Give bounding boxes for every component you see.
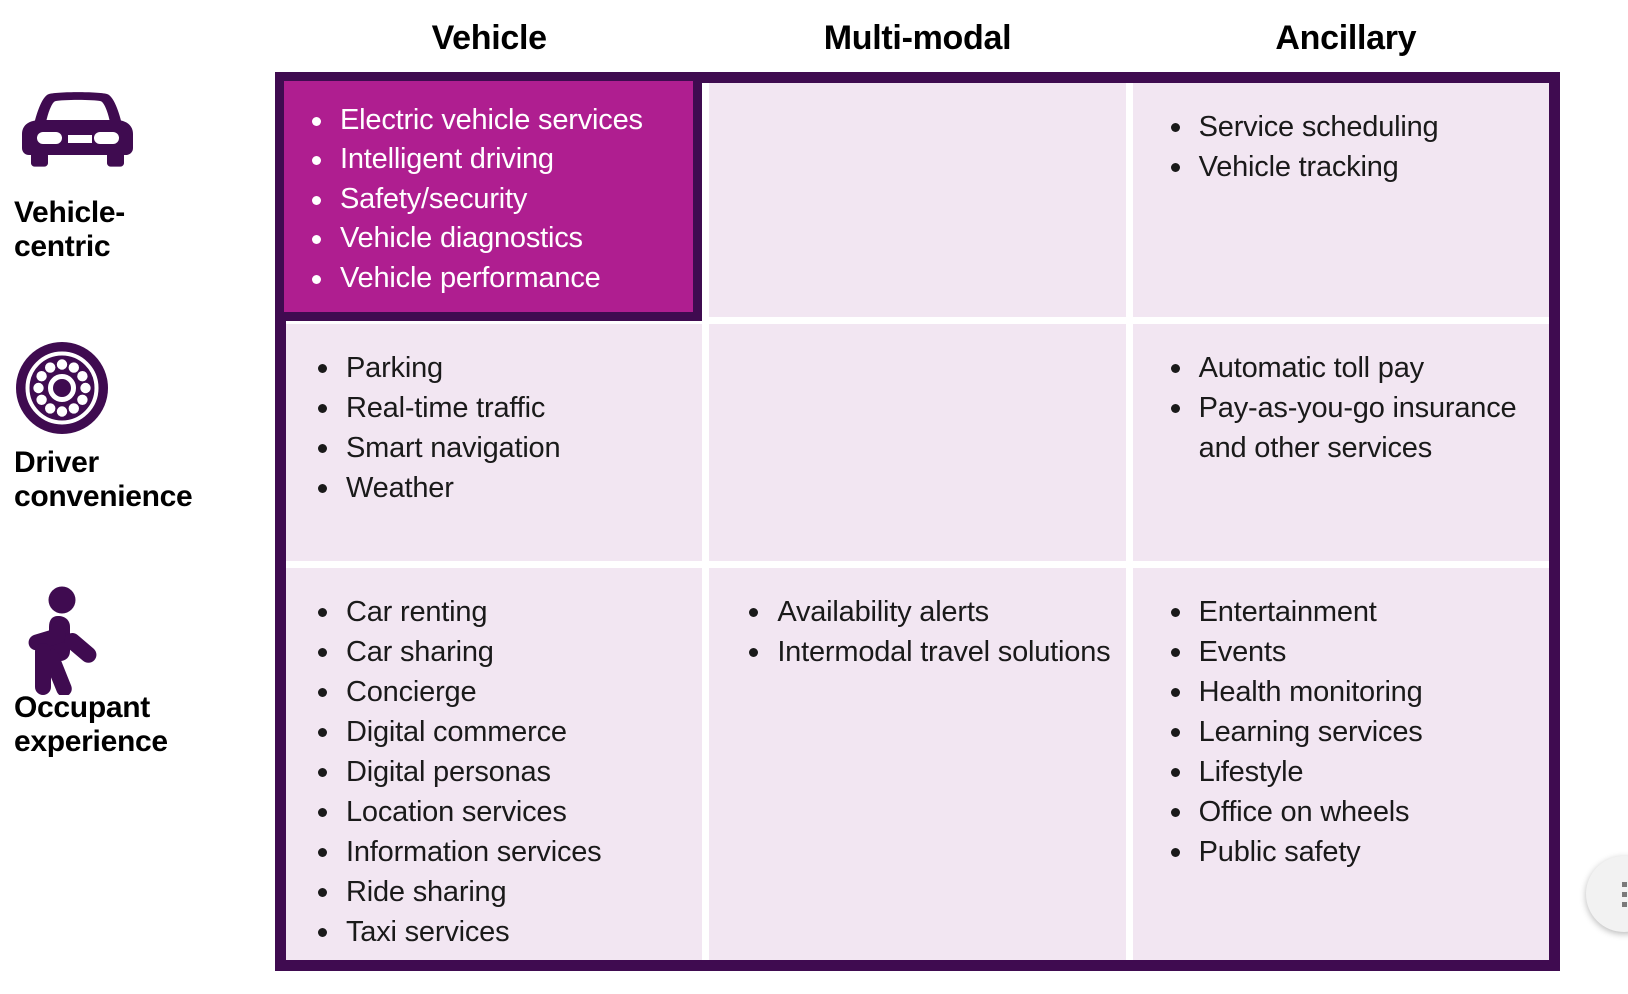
row-label-rail: Vehicle-centric: [0, 72, 275, 971]
bullet-item: Vehicle tracking: [1165, 147, 1539, 187]
column-headers: Vehicle Multi-modal Ancillary: [275, 8, 1560, 68]
bullet-item: Parking: [312, 348, 692, 388]
wheel-icon: [14, 340, 269, 436]
walking-person-icon: [14, 585, 269, 695]
cell-vehicle-centric-multi-modal[interactable]: [709, 83, 1126, 317]
bullet-item: Learning services: [1165, 712, 1539, 752]
bullet-item: Car sharing: [312, 632, 692, 672]
bullet-item: Pay-as-you-go insurance and other servic…: [1165, 388, 1539, 468]
column-header-ancillary: Ancillary: [1275, 18, 1417, 57]
bullet-item: Public safety: [1165, 832, 1539, 872]
column-header-vehicle: Vehicle: [431, 18, 547, 57]
bullet-item: Availability alerts: [743, 592, 1115, 632]
bullet-item: Concierge: [312, 672, 692, 712]
bullet-item: Office on wheels: [1165, 792, 1539, 832]
bullet-item: Digital personas: [312, 752, 692, 792]
bullet-item: Weather: [312, 468, 692, 508]
bullet-item: Safety/security: [306, 180, 685, 219]
row-label-vehicle-centric: Vehicle-centric: [14, 90, 269, 338]
more-options-dots: [1621, 881, 1627, 907]
bullet-item: Car renting: [312, 592, 692, 632]
bullet-item: Location services: [312, 792, 692, 832]
bullet-item: Vehicle performance: [306, 259, 685, 298]
column-header-multi-modal: Multi-modal: [823, 18, 1012, 57]
bullet-item: Smart navigation: [312, 428, 692, 468]
bullet-item: Information services: [312, 832, 692, 872]
bullet-item: Health monitoring: [1165, 672, 1539, 712]
bullet-item: Lifestyle: [1165, 752, 1539, 792]
bullet-item: Intelligent driving: [306, 140, 685, 179]
bullet-item: Intermodal travel solutions: [743, 632, 1115, 672]
bullet-item: Digital commerce: [312, 712, 692, 752]
row-label-text-vehicle-centric: Vehicle-centric: [14, 196, 125, 263]
bullet-item: Electric vehicle services: [306, 101, 685, 140]
bullet-item: Automatic toll pay: [1165, 348, 1539, 388]
bullet-item: Vehicle diagnostics: [306, 219, 685, 258]
bullet-item: Events: [1165, 632, 1539, 672]
bullet-item: Ride sharing: [312, 872, 692, 912]
bullet-item: Real-time traffic: [312, 388, 692, 428]
bullet-item: Taxi services: [312, 912, 692, 952]
bullet-item: Service scheduling: [1165, 107, 1539, 147]
car-front-icon: [14, 90, 269, 186]
cell-driver-convenience-multi-modal[interactable]: [709, 324, 1126, 561]
more-options-icon[interactable]: [1586, 856, 1628, 932]
bullet-item: Entertainment: [1165, 592, 1539, 632]
